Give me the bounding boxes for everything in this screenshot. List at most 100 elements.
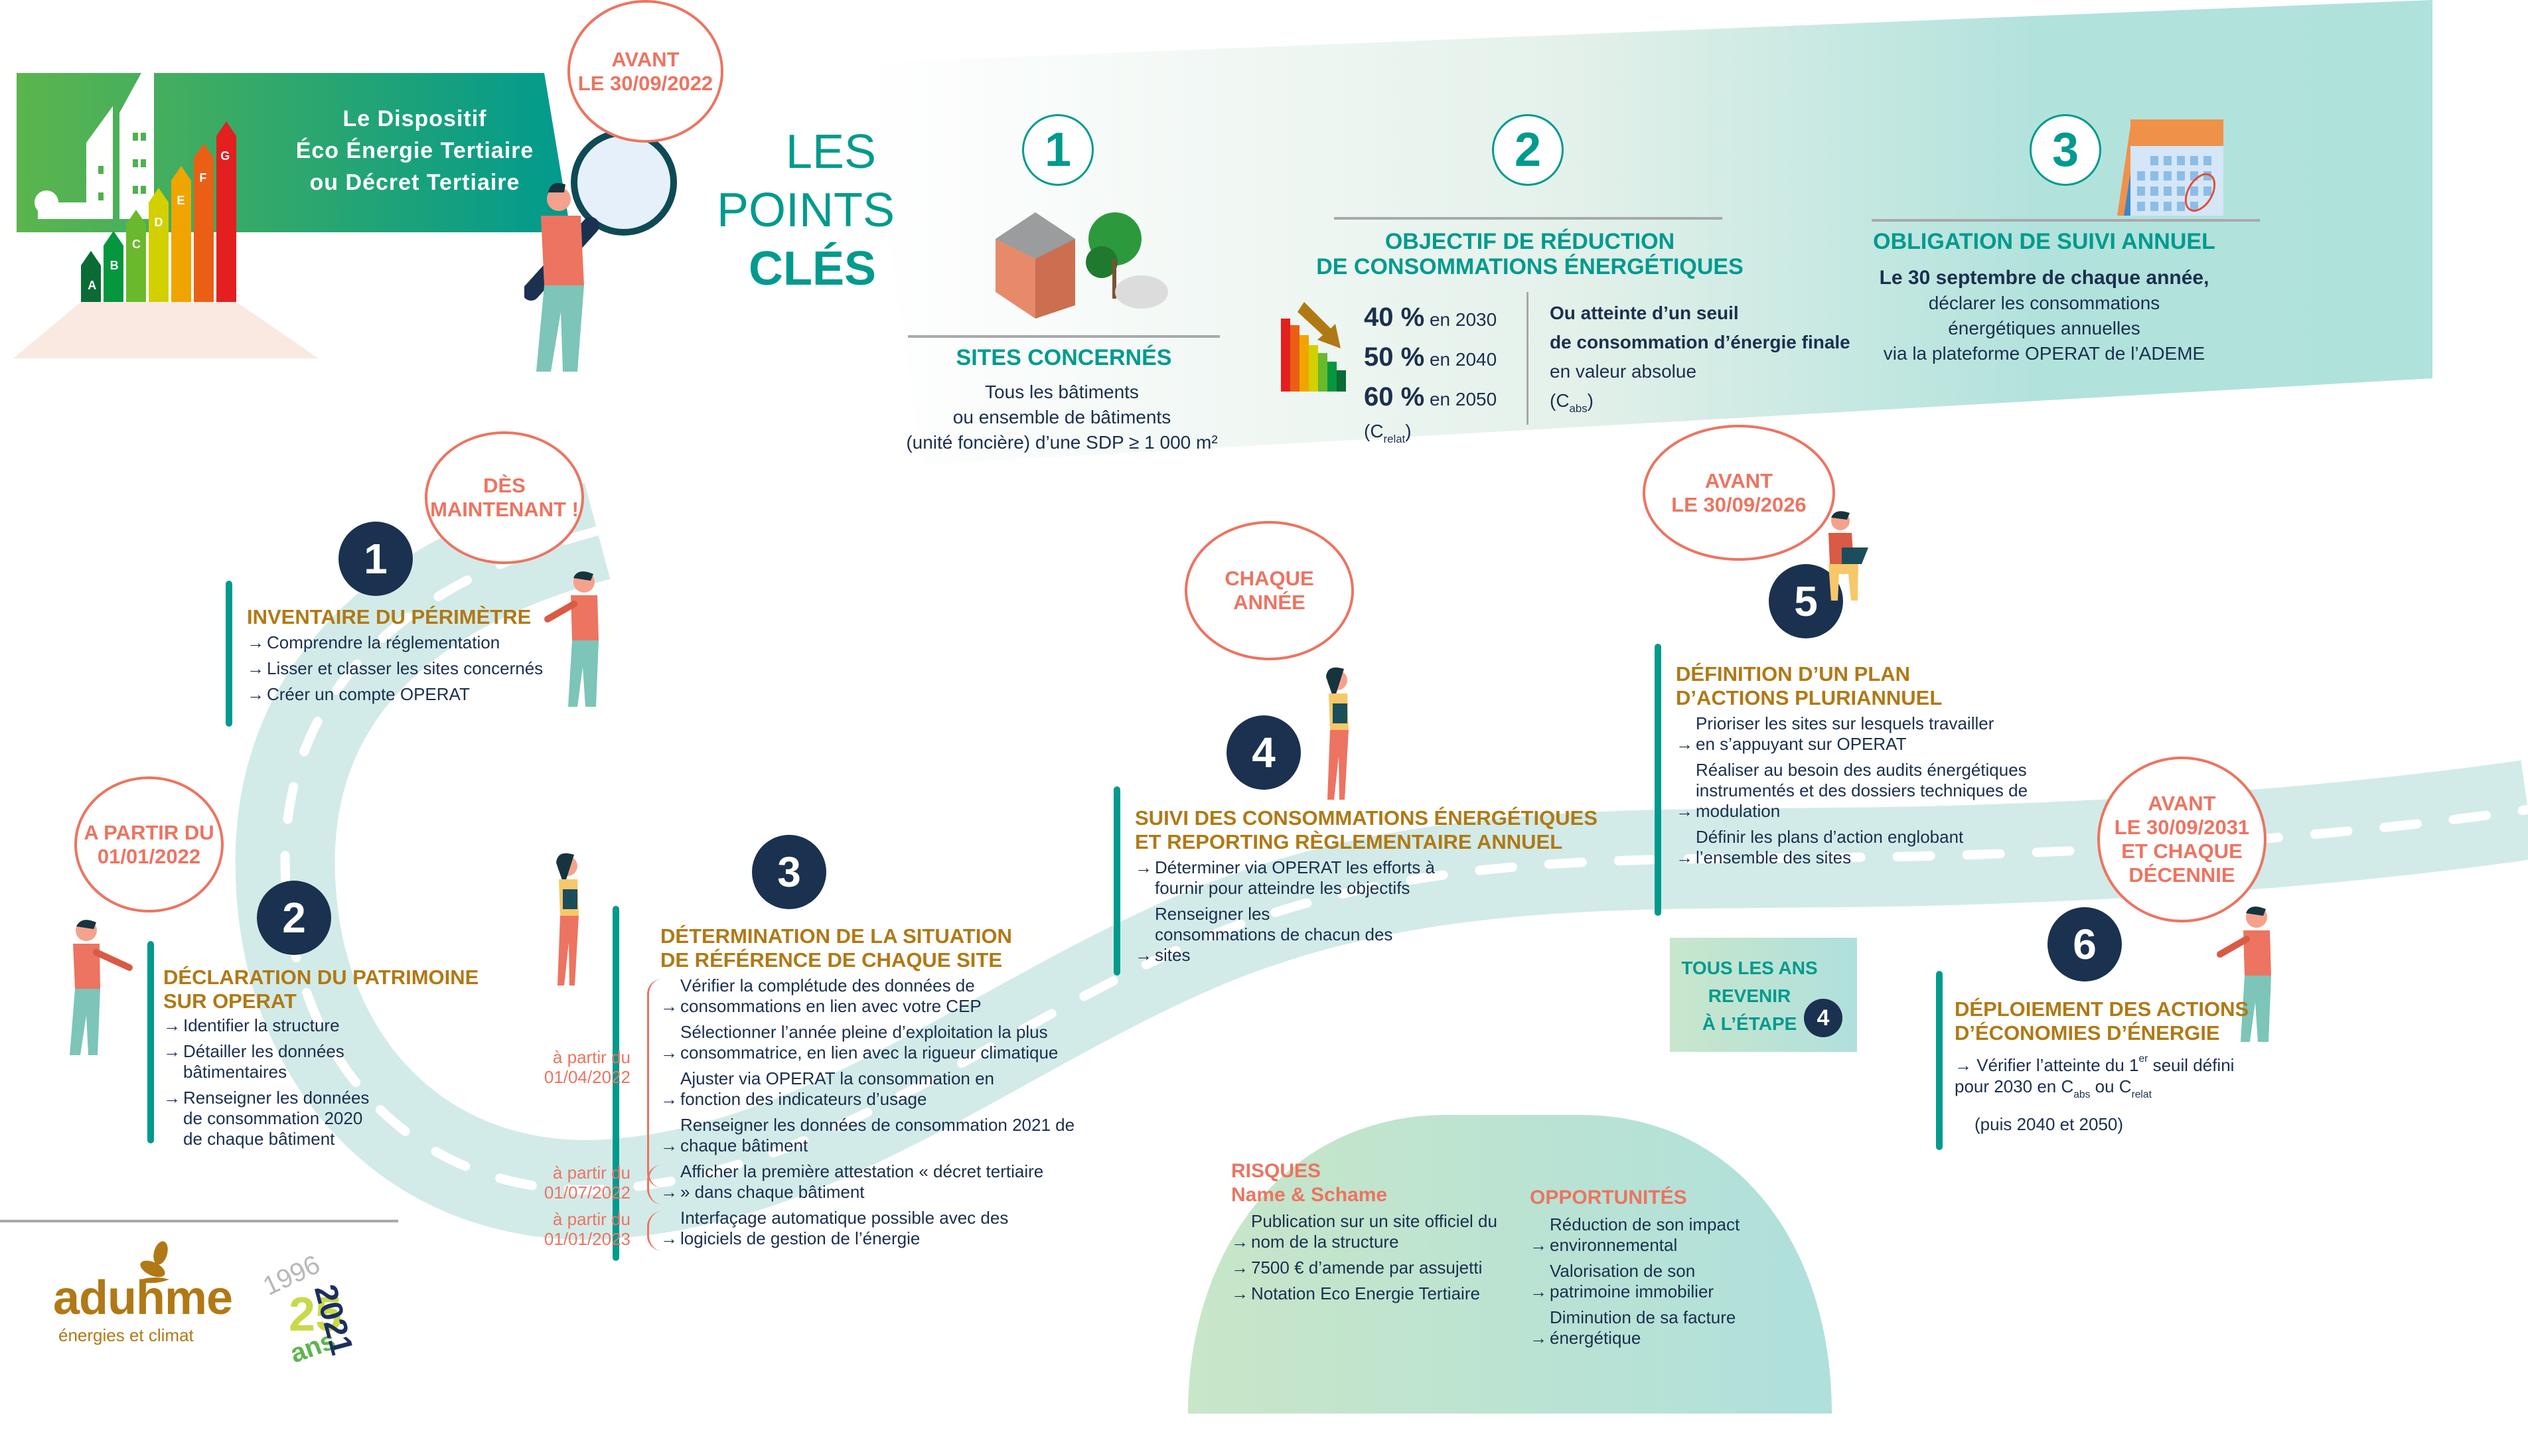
date-note-line: 01/01/2023 — [544, 1229, 631, 1249]
key-point-3-number: 3 — [2030, 114, 2101, 186]
woman-with-clipboard-icon — [1326, 667, 1349, 800]
step-3-list: →Vérifier la complétude des données de c… — [660, 976, 1178, 1254]
energy-label-e: E — [177, 194, 185, 207]
banner-title-line: ou Décret Tertiaire — [309, 170, 520, 195]
arrow-right-icon: → — [1530, 1281, 1547, 1301]
date-note-line: à partir du — [552, 1209, 631, 1229]
step-3-item: →Sélectionner l’année pleine d’exploitat… — [660, 1022, 1059, 1062]
arrow-right-icon: → — [1231, 1283, 1248, 1303]
header-banner — [17, 73, 571, 232]
bubble-line: 01/01/2022 — [97, 844, 201, 868]
person-pointing-icon — [544, 571, 599, 707]
opportunity-item: →Diminution de sa facture énergétique — [1530, 1307, 1736, 1348]
energy-reduction-icon — [1281, 302, 1346, 392]
bubble-line: AVANT — [611, 47, 680, 71]
key-point-3-text-line: énergétiques annuelles — [1948, 318, 2140, 338]
step-5-list: →Prioriser les sites sur lesquels travai… — [1676, 713, 2061, 873]
arrow-right-icon: → — [163, 1088, 181, 1108]
arrow-right-icon: → — [1135, 857, 1152, 877]
loop-line: TOUS LES ANS — [1681, 958, 1818, 978]
building-icon — [996, 212, 1168, 319]
key-point-2-number: 2 — [1492, 114, 1564, 186]
bubble-line: CHAQUE — [1225, 567, 1314, 590]
banner-title-line: Éco Énergie Tertiaire — [295, 138, 534, 163]
risks-list: →Publication sur un site officiel du nom… — [1231, 1211, 1530, 1309]
step-6-title-line: DÉPLOIEMENT DES ACTIONS — [1955, 997, 2249, 1021]
bubble-line: ET CHAQUE — [2121, 839, 2243, 863]
loop-line: REVENIR — [1708, 985, 1791, 1006]
step-2-title-line: DÉCLARATION DU PATRIMOINE — [163, 966, 479, 989]
key-point-2-separator — [1526, 292, 1528, 425]
key-point-3-title: OBLIGATION DE SUIVI ANNUEL — [1873, 229, 2215, 254]
step-5-item: →Définir les plans d’action englobant l’… — [1676, 827, 1964, 867]
step-2-item: →Identifier la structure — [163, 1015, 340, 1035]
step-2-item: →Détailler les données bâtimentaires — [163, 1041, 344, 1082]
arrow-right-icon: → — [660, 1228, 678, 1248]
arrow-right-icon: → — [660, 1043, 678, 1062]
step-5-title-line: D’ACTIONS PLURIANNUEL — [1676, 686, 1943, 709]
key-point-1-divider — [908, 335, 1220, 338]
step-5-item: →Réaliser au besoin des audits énergétiq… — [1676, 760, 2028, 821]
banner-title-line: Le Dispositif — [342, 106, 487, 131]
arrow-right-icon: → — [660, 1089, 678, 1109]
key-point-1-text-line: ou ensemble de bâtiments — [952, 407, 1171, 427]
step-2-item: →Renseigner les données de consommation … — [163, 1088, 370, 1149]
absolute-threshold-line: de consommation d’énergie finale — [1550, 332, 1850, 352]
risks-opportunities-mound — [1188, 1115, 1832, 1414]
step-3-bar — [613, 906, 619, 1261]
calendar-icon — [2117, 119, 2223, 216]
arrow-right-icon: → — [1231, 1232, 1248, 1252]
key-points-heading: LES POINTS CLÉS — [717, 123, 895, 298]
absolute-threshold-line: en valeur absolue — [1550, 361, 1697, 382]
arrow-right-icon: → — [163, 1041, 181, 1061]
step-6-item: → Vérifier l’atteinte du 1er seuil défin… — [1955, 1053, 2235, 1100]
key-point-3-bold-line: Le 30 septembre de chaque année, — [1879, 267, 2209, 289]
step-2-list: →Identifier la structure →Détailler les … — [163, 1015, 382, 1155]
key-point-3-text-line: via la plateforme OPERAT de l’ADEME — [1883, 343, 2205, 364]
step-4-title: SUIVI DES CONSOMMATIONS ÉNERGÉTIQUES ET … — [1135, 806, 1598, 854]
step-3-item: →Afficher la première attestation « décr… — [660, 1161, 1044, 1202]
absolute-threshold-line: Ou atteinte d’un seuil — [1550, 303, 1739, 323]
arrow-right-icon: → — [247, 658, 264, 678]
step-3-title-line: DE RÉFÉRENCE DE CHAQUE SITE — [660, 948, 1003, 972]
person-pointing-icon — [70, 920, 133, 1055]
risks-title: RISQUES Name & Schame — [1231, 1159, 1387, 1207]
bubble-line: AVANT — [1704, 469, 1773, 492]
date-note-line: 01/07/2022 — [544, 1183, 631, 1202]
step-1-bar — [226, 581, 232, 727]
key-points-heading-line: POINTS — [717, 184, 895, 237]
risk-item: →Publication sur un site officiel du nom… — [1231, 1211, 1497, 1252]
step-3-item: →Renseigner les données de consommation … — [660, 1115, 1075, 1155]
opportunities-list: →Réduction de son impact environnemental… — [1530, 1214, 1795, 1354]
abs-label: (Cabs) — [1550, 390, 1594, 415]
step-4-item: →Renseigner les consommations de chacun … — [1135, 904, 1393, 965]
key-point-1-text-line: (unité foncière) d’une SDP ≥ 1 000 m² — [906, 432, 1218, 453]
opportunity-item: →Valorisation de son patrimoine immobili… — [1530, 1261, 1714, 1301]
step-1-item: →Lisser et classer les sites concernés — [247, 658, 544, 678]
step-6-timing-bubble: AVANT LE 30/09/2031 ET CHAQUE DÉCENNIE — [2097, 757, 2267, 922]
energy-labels: A B C D E F G — [81, 149, 236, 293]
key-point-1-text: Tous les bâtiments ou ensemble de bâtime… — [863, 380, 1261, 455]
arrow-right-icon: → — [1231, 1258, 1248, 1277]
step-2-bar — [147, 941, 154, 1143]
step-2-title: DÉCLARATION DU PATRIMOINE SUR OPERAT — [163, 966, 479, 1013]
arrow-right-icon: → — [660, 1135, 678, 1155]
key-point-1-title: SITES CONCERNÉS — [956, 345, 1172, 370]
opportunities-title: OPPORTUNITÉS — [1530, 1187, 1687, 1208]
step-5-title: DÉFINITION D’UN PLAN D’ACTIONS PLURIANNU… — [1676, 662, 1942, 710]
step-2-number: 2 — [257, 881, 331, 955]
step-3-item: →Ajuster via OPERAT la consommation en f… — [660, 1068, 995, 1109]
step-1-title: INVENTAIRE DU PÉRIMÈTRE — [247, 605, 532, 628]
energy-label-a: A — [88, 279, 97, 292]
step-6-list: → Vérifier l’atteinte du 1er seuil défin… — [1955, 1049, 2260, 1135]
relat-label: (Crelat) — [1364, 421, 1412, 445]
arrow-right-icon: → — [163, 1015, 181, 1035]
opportunity-item: →Réduction de son impact environnemental — [1530, 1214, 1740, 1255]
bubble-line: MAINTENANT ! — [430, 498, 579, 521]
step-3-item: →Vérifier la complétude des données de c… — [660, 976, 982, 1016]
step-4-number: 4 — [1227, 715, 1301, 790]
